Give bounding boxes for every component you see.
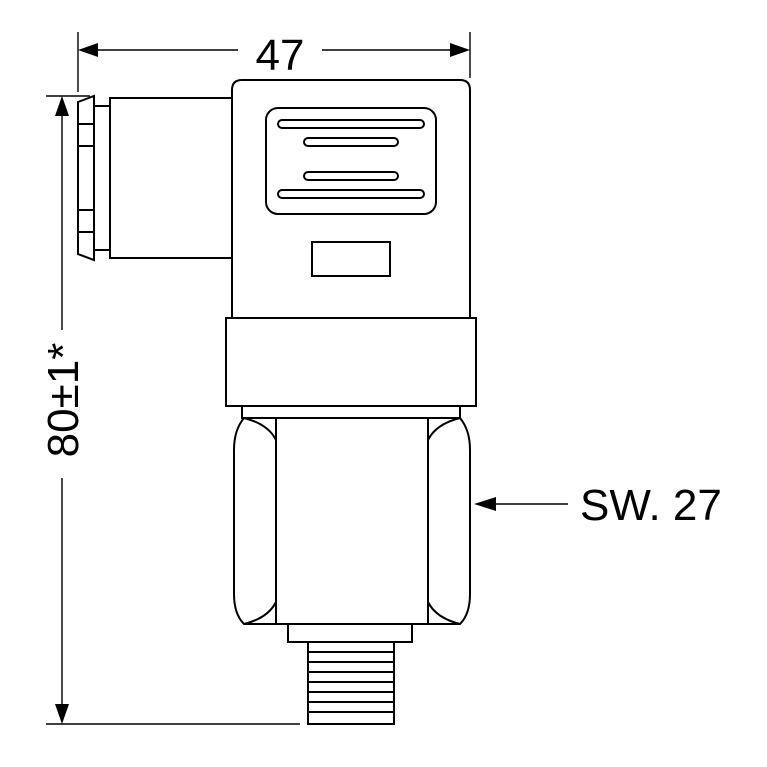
height-label: 80±1* bbox=[39, 343, 88, 458]
wrench-label: SW. 27 bbox=[580, 481, 722, 530]
gland-collar bbox=[93, 105, 111, 251]
height-dimension: 80±1* bbox=[39, 95, 300, 725]
width-arrow-left bbox=[78, 43, 98, 57]
hex-body bbox=[233, 417, 471, 625]
grille-slot-2 bbox=[303, 137, 399, 147]
grille-slot-3 bbox=[303, 171, 399, 181]
gland-body bbox=[109, 97, 235, 259]
grille-slot-1 bbox=[277, 119, 425, 129]
height-arrow-bottom bbox=[55, 704, 69, 724]
width-arrow-right bbox=[450, 43, 470, 57]
collar-band bbox=[225, 317, 477, 407]
stud-collar bbox=[287, 623, 413, 643]
hex-outline bbox=[233, 417, 471, 625]
housing-label-window bbox=[311, 241, 391, 277]
threaded-stud bbox=[307, 641, 395, 725]
housing-grille-frame bbox=[265, 107, 437, 215]
grille-slot-4 bbox=[277, 189, 425, 199]
gland-nut bbox=[77, 94, 95, 262]
connector-housing bbox=[231, 79, 471, 319]
width-dimension: 47 bbox=[77, 31, 471, 92]
collar-step bbox=[241, 405, 461, 419]
height-arrow-top bbox=[55, 96, 69, 116]
wrench-callout: SW. 27 bbox=[474, 481, 722, 530]
cable-gland bbox=[77, 94, 235, 262]
width-label: 47 bbox=[256, 31, 305, 80]
wrench-arrow bbox=[474, 497, 496, 511]
